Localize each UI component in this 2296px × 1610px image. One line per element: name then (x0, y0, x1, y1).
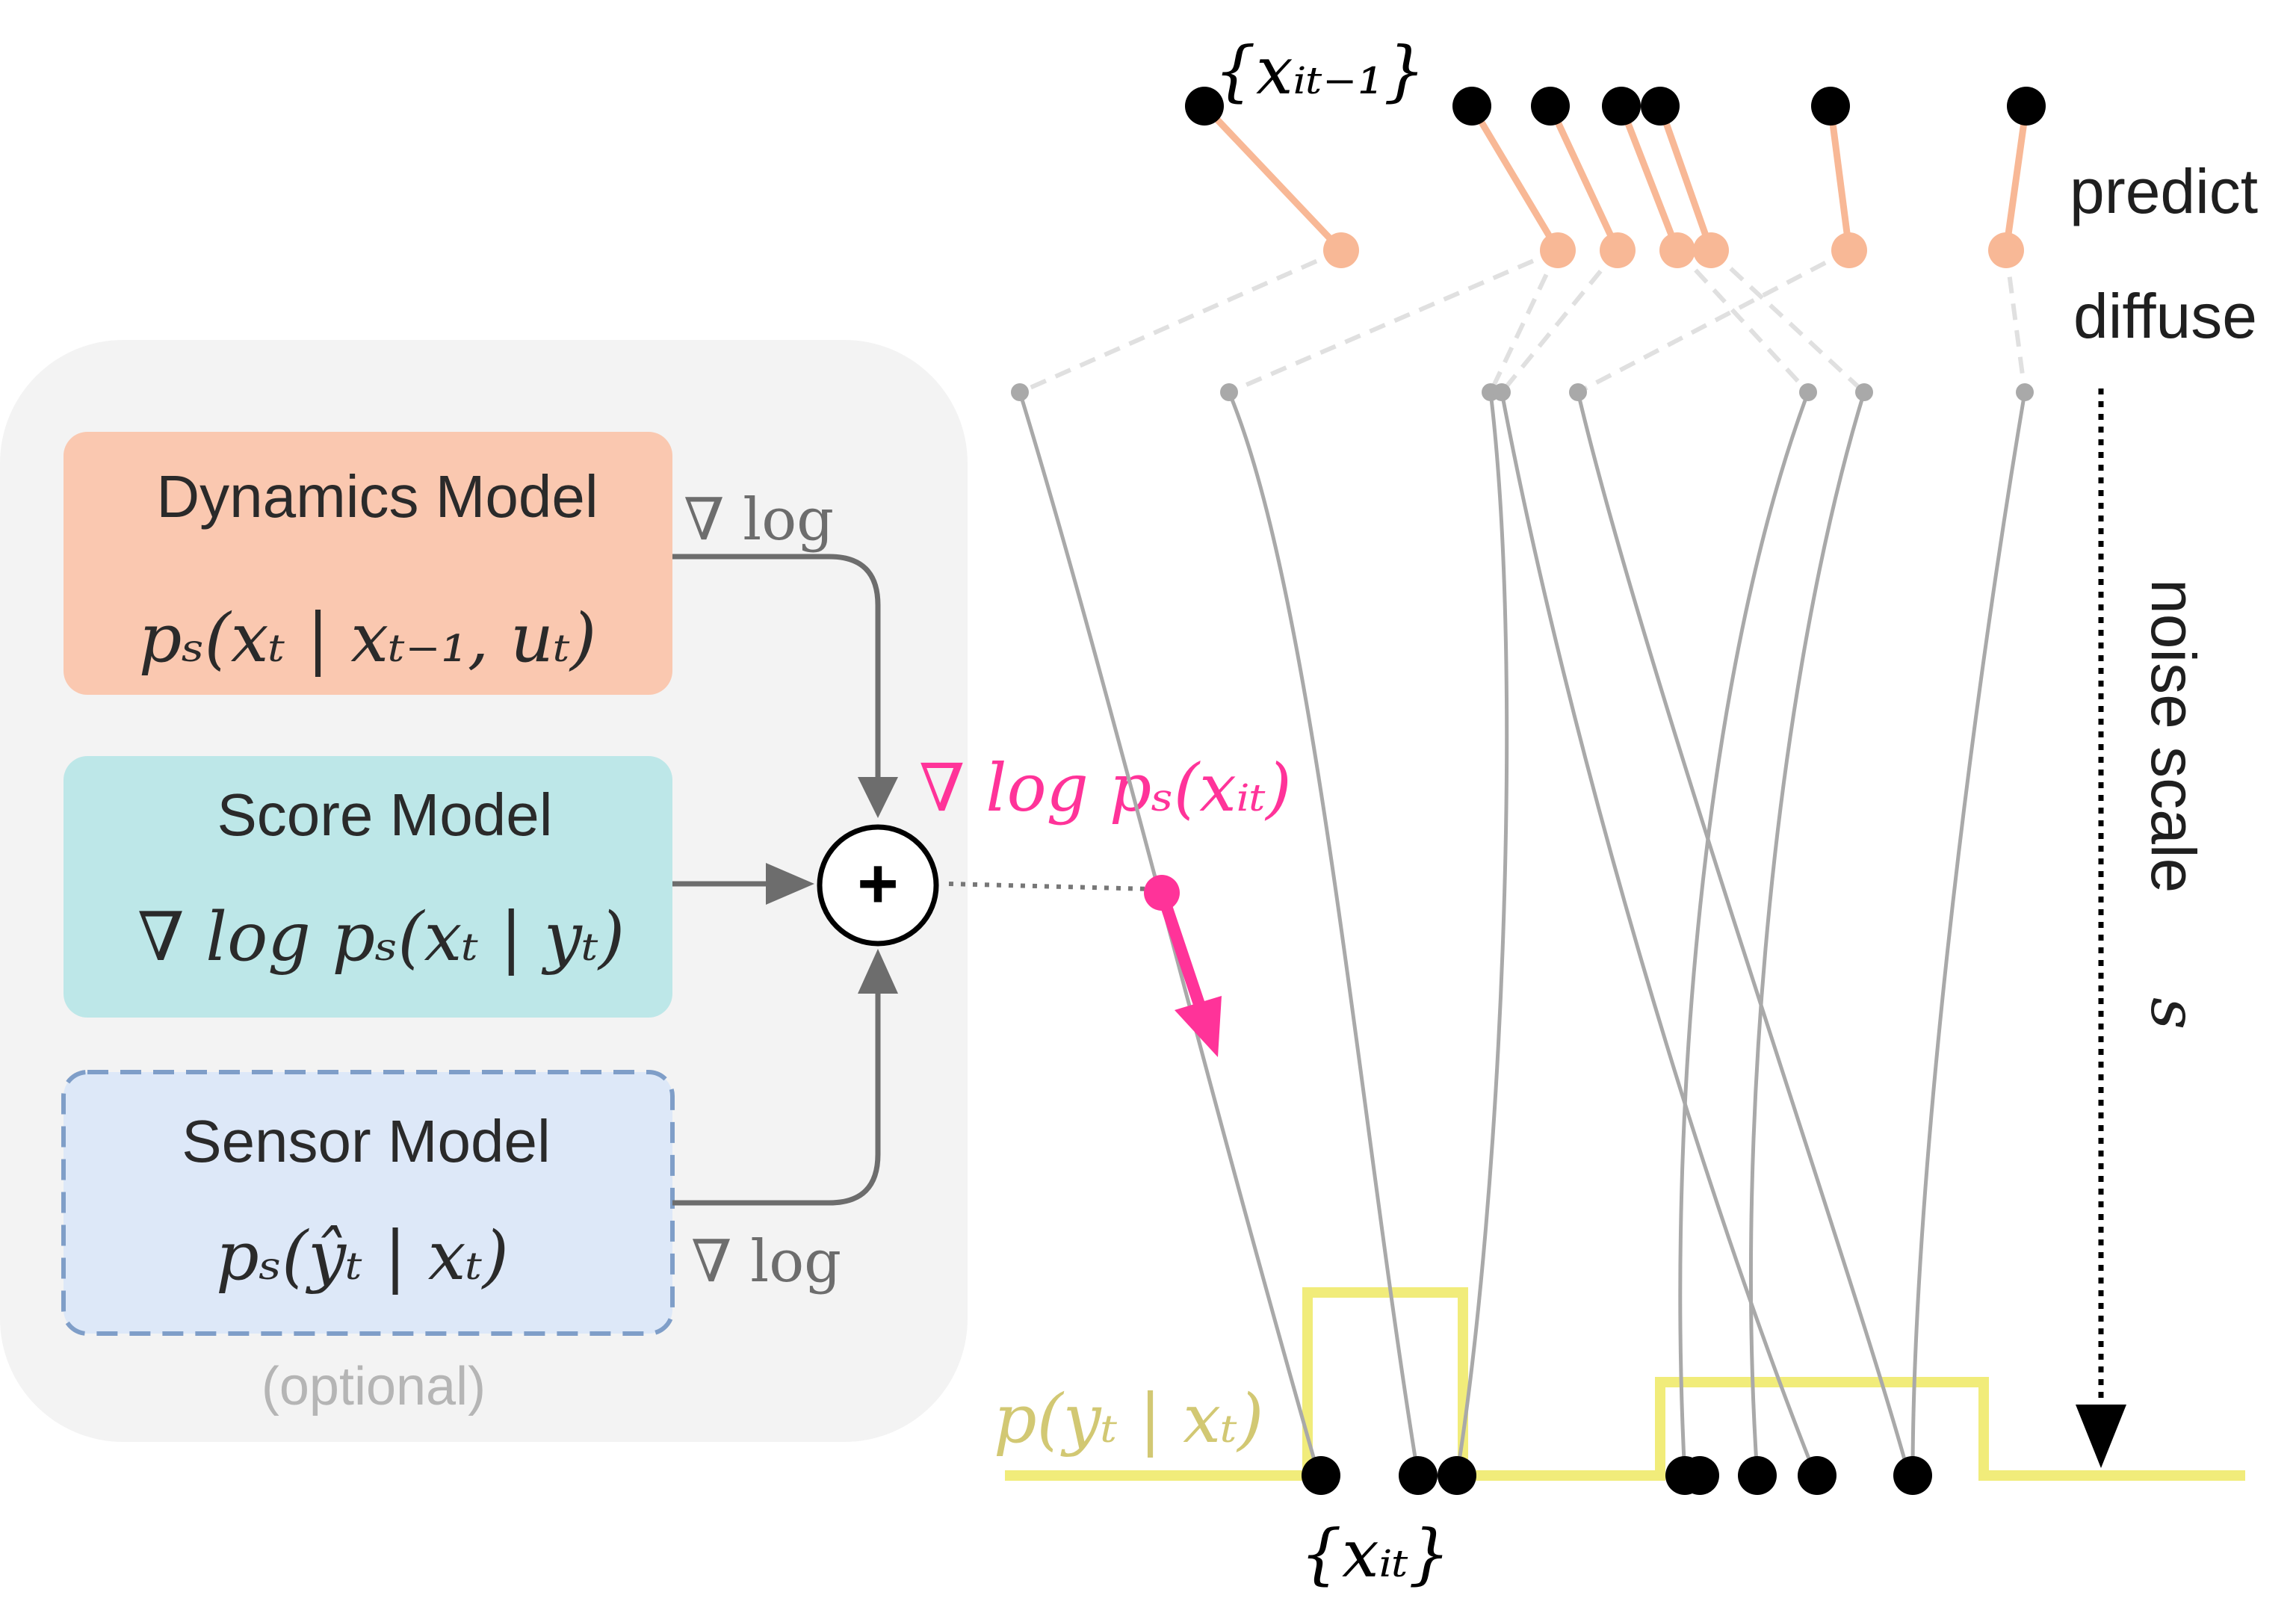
diffused-particles (1011, 383, 2034, 401)
dynamics-arrowhead (858, 777, 898, 818)
dynamics-model-formula: pₛ(xₜ | xₜ₋₁, uₜ) (139, 599, 597, 678)
predicted-particles (1323, 232, 2024, 268)
sensor-optional-note: (optional) (262, 1357, 486, 1417)
current-particles (1302, 1456, 1932, 1495)
grad-log-top-label: ∇ log (684, 486, 834, 554)
score-step-arrow (1156, 891, 1210, 1022)
sensor-model-title: Sensor Model (182, 1108, 551, 1174)
predict-links (1201, 103, 2030, 253)
score-arrowhead (766, 863, 814, 905)
sum-to-particle-link (948, 882, 1151, 891)
combined-score-label: ∇ log pₛ(xᵢₜ) (919, 749, 1292, 826)
particle-trajectories (1018, 391, 2027, 1476)
likelihood-label: p(yₜ | xₜ) (994, 1380, 1263, 1458)
noise-scale-label: noise scale (2138, 579, 2209, 893)
current-particles-label: {xᵢₜ} (1300, 1515, 1450, 1592)
previous-particles (1185, 87, 2046, 126)
score-step-origin (1144, 875, 1180, 911)
score-step-arrowhead (1175, 996, 1222, 1057)
likelihood-step-curve (1005, 1287, 2245, 1481)
dynamics-model-box (64, 432, 672, 695)
dynamics-to-sum-arrow (672, 554, 881, 777)
sum-symbol: + (857, 844, 898, 923)
sensor-to-sum-arrow (672, 990, 881, 1206)
dynamics-model-title: Dynamics Model (156, 463, 598, 530)
noise-scale-arrowhead (2076, 1405, 2126, 1468)
sensor-arrowhead (858, 949, 898, 994)
diffuse-links (1018, 248, 2027, 394)
sum-node (817, 824, 939, 947)
noise-scale-symbol: s (2137, 997, 2210, 1030)
grad-log-bottom-label: ∇ log (691, 1228, 841, 1295)
score-model-formula: ∇ log pₛ(xₜ | yₜ) (137, 898, 625, 976)
score-model-box (64, 756, 672, 1018)
predict-stage-label: predict (2070, 156, 2258, 226)
sensor-model-formula: pₛ(ŷₜ | xₜ) (216, 1217, 509, 1295)
previous-particles-label: {xᵢₜ₋₁} (1214, 32, 1426, 109)
score-model-title: Score Model (217, 781, 552, 848)
diffuse-stage-label: diffuse (2073, 281, 2257, 351)
